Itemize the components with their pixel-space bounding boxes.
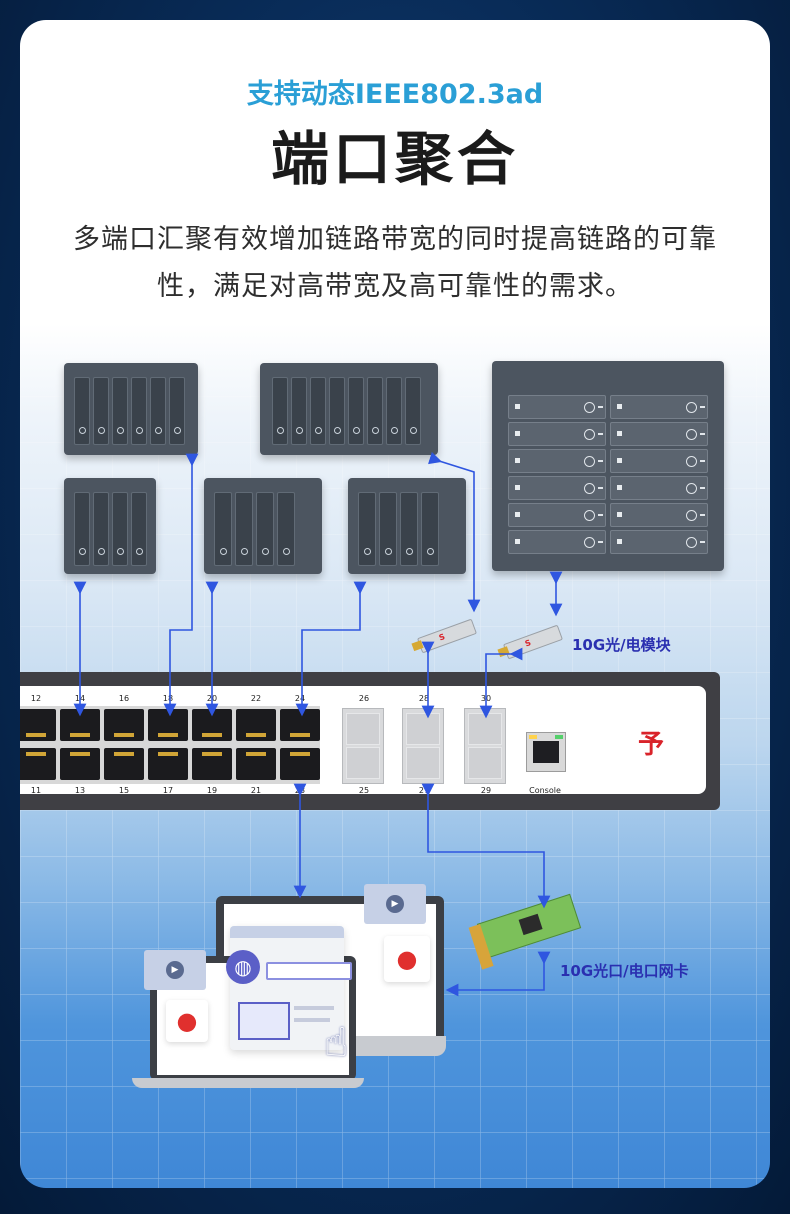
nas-8bay-top-middle [260, 363, 438, 455]
location-tile-monitor: ● [384, 936, 430, 982]
image-icon [238, 1002, 290, 1040]
rack-storage-server [492, 361, 724, 571]
location-pin-icon: ● [396, 945, 418, 973]
nic-label: 10G光口/电口网卡 [560, 962, 689, 980]
feature-title: 端口聚合 [270, 125, 519, 193]
feature-subtitle: 支持动态IEEE802.3ad [246, 79, 544, 110]
port-label-30: 30 [480, 694, 492, 703]
video-tile-laptop: ▶ [144, 950, 206, 990]
port-label-25: 25 [358, 786, 370, 795]
port-label-29: 29 [480, 786, 492, 795]
nas-4bay-3 [348, 478, 466, 574]
sfp-port-block-27-28 [402, 708, 444, 784]
video-tile-monitor: ▶ [364, 884, 426, 924]
switch-front-panel: 12 14 16 18 20 22 24 11 13 15 17 19 21 2… [20, 686, 706, 795]
port-label-27: 27 [418, 786, 430, 795]
port-label-23: 23 [294, 786, 306, 795]
brand-logo-icon: 予 [638, 730, 665, 760]
port-label-14: 14 [74, 694, 86, 703]
port-label-18: 18 [162, 694, 174, 703]
play-icon: ▶ [166, 961, 184, 979]
port-label-13: 13 [74, 786, 86, 795]
port-label-24: 24 [294, 694, 306, 703]
content-card: 支持动态IEEE802.3ad 端口聚合 多端口汇聚有效增加链路带宽的同时提高链… [20, 20, 770, 1188]
laptop-base [132, 1078, 364, 1088]
console-port [526, 732, 566, 772]
network-switch: 12 14 16 18 20 22 24 11 13 15 17 19 21 2… [20, 672, 720, 810]
port-label-12: 12 [30, 694, 42, 703]
module-label: 10G光/电模块 [572, 636, 671, 654]
port-label-20: 20 [206, 694, 218, 703]
port-label-17: 17 [162, 786, 174, 795]
port-label-28: 28 [418, 694, 430, 703]
port-label-26: 26 [358, 694, 370, 703]
port-label-22: 22 [250, 694, 262, 703]
description-line-2: 性，满足对高带宽及高可靠性的需求。 [157, 271, 633, 302]
location-pin-icon: ● [176, 1007, 198, 1035]
location-tile-laptop: ● [166, 1000, 208, 1042]
console-label: Console [529, 786, 561, 795]
port-label-19: 19 [206, 786, 218, 795]
feature-description: 多端口汇聚有效增加链路带宽的同时提高链路的可靠 性，满足对高带宽及高可靠性的需求… [20, 216, 770, 310]
port-label-11: 11 [30, 786, 42, 795]
globe-icon: ◍ [226, 950, 260, 984]
nas-4bay-1 [64, 478, 156, 574]
play-icon: ▶ [386, 895, 404, 913]
web-page-panel: ◍ [226, 926, 352, 1050]
description-line-1: 多端口汇聚有效增加链路带宽的同时提高链路的可靠 [73, 224, 717, 255]
rj45-port-block [20, 706, 320, 784]
sfp-port-block-29-30 [464, 708, 506, 784]
pointer-hand-icon: ☝ [324, 1020, 349, 1066]
port-label-16: 16 [118, 694, 130, 703]
sfp-port-block-25-26 [342, 708, 384, 784]
nas-4bay-2 [204, 478, 322, 574]
port-label-21: 21 [250, 786, 262, 795]
port-label-15: 15 [118, 786, 130, 795]
nas-6bay-top-left [64, 363, 198, 455]
